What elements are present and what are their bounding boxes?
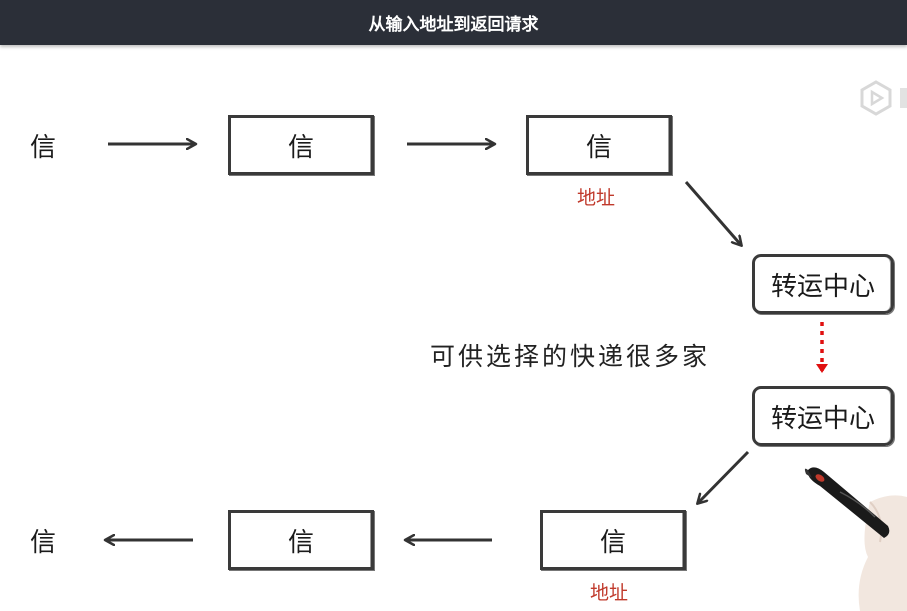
transfer-center-2-label: 转运中心 bbox=[770, 403, 875, 434]
letter-box-2: 信 bbox=[526, 115, 672, 175]
address-label-top: 地址 bbox=[577, 187, 616, 209]
letter-box-2-label: 信 bbox=[585, 132, 612, 163]
letter-box-1-label: 信 bbox=[287, 132, 314, 163]
letter-end: 信 bbox=[30, 528, 57, 558]
transfer-center-1-label: 转运中心 bbox=[770, 271, 875, 302]
courier-note: 可供选择的快递很多家 bbox=[430, 342, 711, 371]
letter-start: 信 bbox=[30, 133, 57, 163]
arrow-box2-to-center1 bbox=[684, 181, 741, 245]
letter-box-4: 信 bbox=[228, 510, 374, 570]
page-title: 从输入地址到返回请求 bbox=[368, 15, 539, 35]
letter-box-3-label: 信 bbox=[599, 527, 626, 558]
address-label-bottom: 地址 bbox=[590, 582, 629, 604]
arrow-center2-to-box3 bbox=[698, 450, 750, 503]
title-bar: 从输入地址到返回请求 bbox=[0, 0, 907, 45]
transfer-center-1: 转运中心 bbox=[752, 254, 894, 314]
pen-hand-icon bbox=[804, 467, 907, 611]
letter-box-4-label: 信 bbox=[287, 527, 314, 558]
transfer-center-2: 转运中心 bbox=[752, 386, 894, 446]
letter-box-1: 信 bbox=[228, 115, 374, 175]
logo-icon bbox=[860, 80, 907, 116]
letter-box-3: 信 bbox=[540, 510, 686, 570]
